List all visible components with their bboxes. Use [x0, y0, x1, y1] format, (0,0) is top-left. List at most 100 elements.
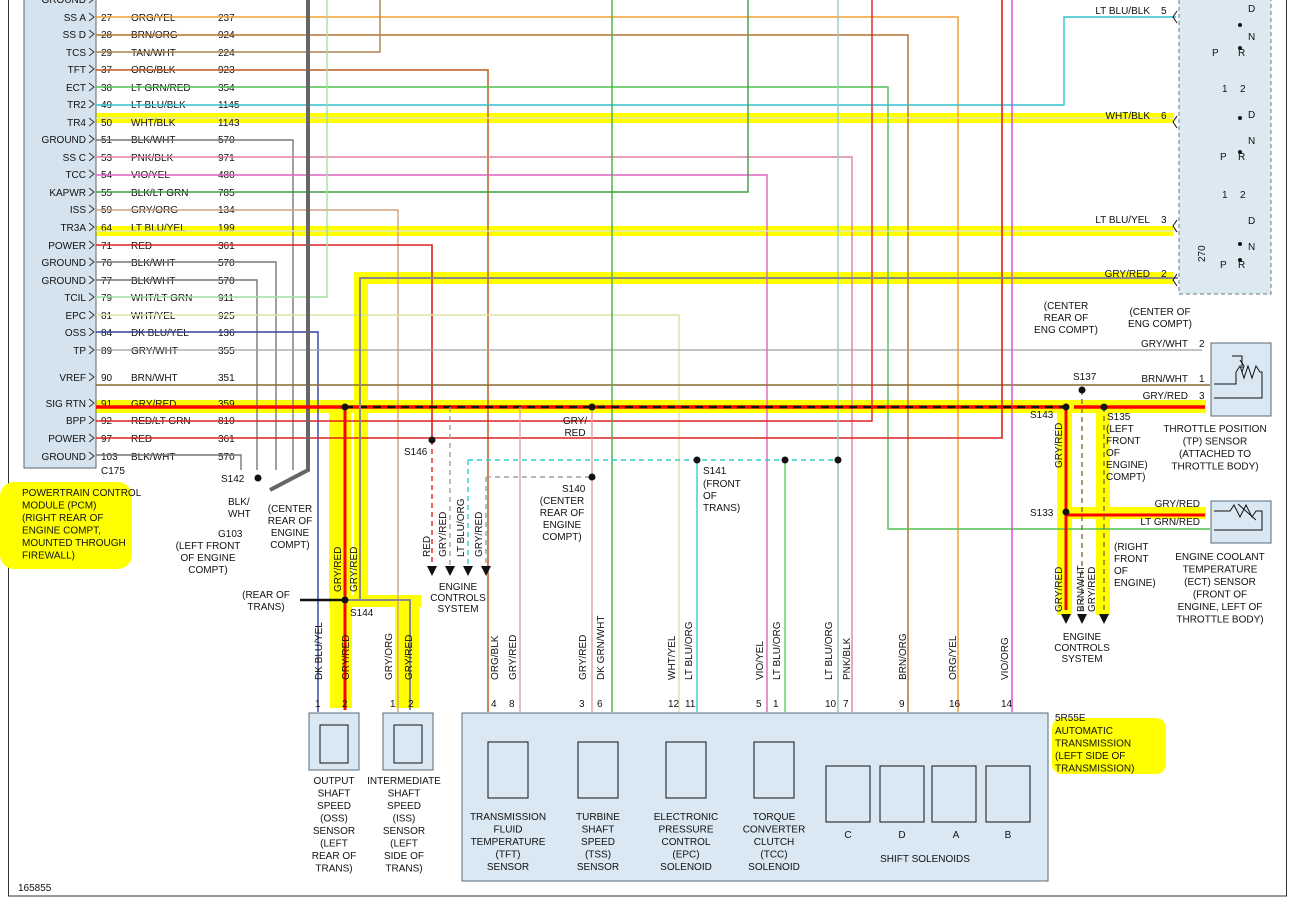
trunk-wire-color: GRY/RED — [333, 547, 344, 592]
pcm-pin-number: 53 — [101, 153, 113, 164]
pcm-pin-color: BLK/WHT — [131, 258, 175, 269]
tp-wire-pin: 1 — [1199, 374, 1205, 385]
pcm-pin-name: BPP — [66, 416, 86, 427]
pcm-label-line: MOUNTED THROUGH — [22, 538, 126, 549]
splice-s133: S133 — [1030, 508, 1054, 519]
diagram-frame — [8, 0, 1287, 897]
trans-wire-color: LT BLU/ORG — [684, 621, 695, 680]
tr-switch-label: D — [1248, 4, 1255, 15]
center-rear-eng-note: ENG COMPT) — [1034, 325, 1098, 336]
s140-location: REAR OF — [540, 508, 584, 519]
trans-wire-pin: 14 — [1001, 699, 1013, 710]
pcm-pin-number: 38 — [101, 83, 113, 94]
ect-wire-color: LT GRN/RED — [1140, 517, 1200, 528]
trans-component-label: FLUID — [494, 825, 523, 836]
tr-resistor-label: 270 — [1197, 245, 1208, 262]
splice-dot — [588, 473, 596, 481]
trans-wire-pin: 5 — [756, 699, 762, 710]
trans-wire-color: LT BLU/ORG — [824, 621, 835, 680]
wire-ground-bus — [269, 0, 310, 492]
pcm-pin-color: RED — [131, 241, 152, 252]
pcm-pin-color: GRY/RED — [131, 399, 176, 410]
tp-wire-pin: 3 — [1199, 391, 1205, 402]
pcm-pin-number: 79 — [101, 293, 113, 304]
pcm-pin-name: OSS — [65, 328, 86, 339]
tr-wire-color: WHT/BLK — [1106, 111, 1151, 122]
trans-wire-pin: 6 — [597, 699, 603, 710]
pcm-pin-circuit: 199 — [218, 223, 235, 234]
tr-wire-pin: 6 — [1161, 111, 1167, 122]
pcm-pin-name: TR4 — [67, 118, 86, 129]
pcm-pin-circuit: 354 — [218, 83, 235, 94]
pcm-pin-name: GROUND — [42, 276, 86, 287]
ect-sensor-label: (ECT) SENSOR — [1184, 577, 1256, 588]
trans-wire-color: VIO/YEL — [755, 641, 766, 680]
trans-model: 5R55E — [1055, 713, 1086, 724]
pcm-pin-number: 97 — [101, 434, 113, 445]
oss-label: (LEFT — [320, 839, 348, 850]
pcm-pin-color: BLK/WHT — [131, 452, 175, 463]
oss-wire-pin: 2 — [342, 699, 348, 710]
trans-component-label: (TFT) — [496, 850, 521, 861]
s143-wire-color: GRY/RED — [1054, 423, 1065, 468]
pcm-pin-name: TCC — [65, 170, 86, 181]
wire-tr2 — [96, 16, 1176, 106]
ect-sensor-label: THROTTLE BODY) — [1176, 615, 1263, 626]
blk-wht-label: BLK/ — [228, 497, 250, 508]
trans-component-label: SHAFT — [582, 825, 615, 836]
trans-component-label: SOLENOID — [660, 862, 712, 873]
tp-wire-color: GRY/RED — [1143, 391, 1188, 402]
wire-tcc — [96, 174, 768, 712]
wire-iss — [96, 209, 399, 712]
pcm-pin-circuit: 361 — [218, 241, 235, 252]
pcm-pin-name: TR2 — [67, 100, 86, 111]
ecs-label-right: SYSTEM — [1061, 654, 1102, 665]
tp-wire-color: GRY/WHT — [1141, 339, 1188, 350]
trans-component-label: TORQUE — [753, 812, 796, 823]
pcm-pin-circuit: 136 — [218, 328, 235, 339]
tp-sensor-label: (ATTACHED TO — [1179, 449, 1251, 460]
trans-component-label: TEMPERATURE — [471, 837, 546, 848]
gry-red-note: GRY/ — [563, 416, 587, 427]
pcm-pin-name: TFT — [68, 65, 86, 76]
pcm-pin-name: ECT — [66, 83, 86, 94]
ground-g103: G103 — [218, 529, 243, 540]
trans-wire-color: GRY/RED — [578, 635, 589, 680]
splice-s140: S140 — [562, 484, 586, 495]
pcm-pin-name: GROUND — [42, 258, 86, 269]
pcm-pin-circuit: 785 — [218, 188, 235, 199]
wire-tft — [96, 69, 489, 712]
blk-wht-label: WHT — [228, 509, 251, 520]
iss-label: TRANS) — [385, 864, 422, 875]
tr-wire-pin: 5 — [1161, 6, 1167, 17]
pcm-pin-circuit: 570 — [218, 258, 235, 269]
wire-layer — [96, 0, 1210, 712]
pcm-label-line: FIREWALL) — [22, 551, 75, 562]
ecs-label-left: SYSTEM — [437, 604, 478, 615]
shift-solenoid-letter: C — [844, 830, 851, 841]
trans-component-label: (TCC) — [760, 850, 787, 861]
trans-wire-pin: 1 — [773, 699, 779, 710]
pcm-pin-number: 103 — [101, 452, 118, 463]
pcm-pin-number: 84 — [101, 328, 113, 339]
splice-dot — [341, 403, 349, 411]
pcm-pin-circuit: 911 — [218, 293, 234, 304]
pcm-pin-number: 91 — [101, 399, 113, 410]
ecs-label-left: ENGINE — [439, 582, 478, 593]
pcm-pin-color: LT BLU/YEL — [131, 223, 186, 234]
iss-label: SPEED — [387, 801, 421, 812]
tr-switch-label: D — [1248, 110, 1255, 121]
splice-s137: S137 — [1073, 372, 1097, 383]
center-rear-note: ENGINE — [271, 528, 310, 539]
trans-wire-pin: 16 — [949, 699, 961, 710]
pcm-pin-color: BLK/LT GRN — [131, 188, 188, 199]
ecs-label-left: CONTROLS — [430, 593, 486, 604]
oss-wire-color: DK BLU/YEL — [314, 622, 325, 680]
pcm-pin-name: TP — [73, 346, 86, 357]
center-rear-eng-note: REAR OF — [1044, 313, 1088, 324]
trans-label: TRANSMISSION) — [1055, 764, 1134, 775]
arrow-down — [445, 566, 455, 576]
tr-wire-pin: 3 — [1161, 215, 1167, 226]
pcm-pin-color: WHT/YEL — [131, 311, 176, 322]
pcm-pin-name: GROUND — [42, 135, 86, 146]
